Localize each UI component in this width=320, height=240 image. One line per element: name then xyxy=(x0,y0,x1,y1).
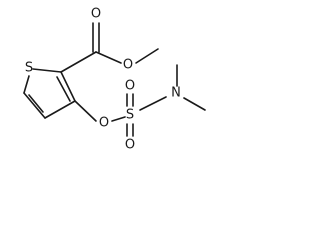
atom-label-ester-carbonyl-o: O xyxy=(91,7,101,22)
molecule-structure: S O O O S O O N xyxy=(23,7,206,153)
atom-label-layer: S O O O S O O N xyxy=(25,7,181,153)
atom-label-aryl-ether-o: O xyxy=(99,116,109,131)
bond-c3-c4 xyxy=(44,100,76,119)
bond-c2-carbonyl xyxy=(60,51,97,73)
bond-c3-aryl-o xyxy=(74,100,97,122)
bond-s1-c2 xyxy=(32,68,62,73)
atom-label-amine-n: N xyxy=(171,86,181,101)
bond-aryl-o-sulfur xyxy=(111,116,126,122)
bond-nitrogen-methyl-right xyxy=(183,97,206,111)
bond-c2-c3 xyxy=(60,71,76,102)
atom-label-sulfonyl-o-bottom: O xyxy=(125,138,135,153)
bond-c5-s1 xyxy=(23,75,30,94)
structure-canvas: S O O O S O O N xyxy=(0,0,210,158)
bond-layer xyxy=(23,22,206,137)
bond-c4-c5-inner xyxy=(28,94,44,113)
bond-sulfur-nitrogen xyxy=(139,96,167,111)
atom-label-ester-ether-o: O xyxy=(123,58,133,73)
bond-carbonyl-o-ether xyxy=(95,51,122,64)
bond-ether-o-methyl xyxy=(135,48,159,64)
atom-label-sulfonyl-s: S xyxy=(126,108,134,123)
atom-label-ring-s: S xyxy=(25,61,33,76)
bond-c4-c5 xyxy=(23,92,46,119)
atom-label-sulfonyl-o-top: O xyxy=(125,79,135,94)
bond-c2-c3-inner xyxy=(56,76,71,102)
